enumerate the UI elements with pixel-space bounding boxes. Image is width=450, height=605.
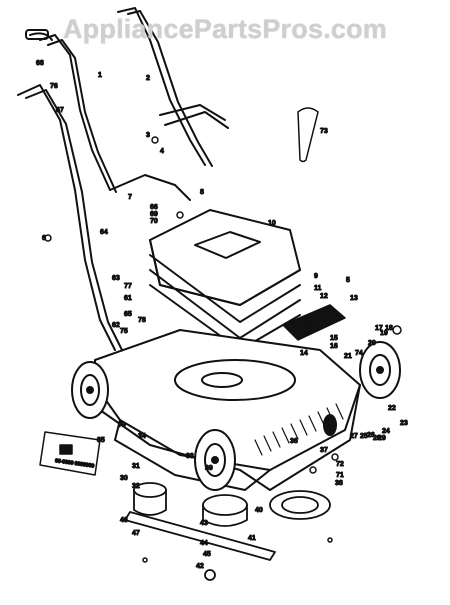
callout-66: 66	[150, 204, 158, 211]
callout-3: 3	[146, 132, 150, 139]
decal-card: 00-0000 0000000	[39, 431, 101, 476]
callout-36: 36	[290, 438, 298, 445]
deflector-cone	[297, 107, 319, 163]
callout-28: 28	[373, 435, 381, 442]
callout-63: 63	[112, 275, 120, 282]
callout-1: 1	[98, 72, 102, 79]
wheel-front-left	[194, 429, 236, 491]
callout-2: 2	[146, 75, 150, 82]
callout-numbers: 1 2 3 4 5 6 7 8 9 10 11 12 13 14 15 16 1…	[36, 60, 409, 571]
callout-24: 24	[382, 428, 390, 435]
callout-37: 37	[320, 447, 328, 454]
wheel-front-right	[323, 414, 337, 436]
callout-77: 77	[124, 283, 132, 290]
callout-43: 43	[200, 520, 208, 527]
callout-67: 67	[56, 107, 64, 114]
callout-78: 78	[138, 317, 146, 324]
callout-73: 73	[320, 128, 328, 135]
callout-74: 74	[355, 350, 363, 357]
upper-handle	[25, 29, 191, 201]
callout-61: 61	[124, 295, 132, 302]
callout-13: 13	[350, 295, 358, 302]
callout-41: 41	[248, 535, 256, 542]
callout-26: 26	[367, 432, 375, 439]
callout-39: 39	[205, 465, 213, 472]
callout-46: 46	[120, 517, 128, 524]
callout-27: 27	[350, 433, 358, 440]
callout-30: 30	[120, 475, 128, 482]
callout-42: 42	[196, 563, 204, 570]
callout-76: 76	[50, 83, 58, 90]
callout-17: 17	[375, 325, 383, 332]
callout-71: 71	[336, 472, 344, 479]
callout-4: 4	[160, 148, 164, 155]
callout-65: 65	[124, 311, 132, 318]
callout-38: 38	[335, 480, 343, 487]
callout-35: 35	[97, 437, 105, 444]
callout-8: 8	[200, 189, 204, 196]
callout-14: 14	[300, 350, 308, 357]
callout-29: 29	[378, 435, 386, 442]
callout-40: 40	[255, 507, 263, 514]
callout-22: 22	[388, 405, 396, 412]
callout-47: 47	[132, 530, 140, 537]
callout-5: 5	[346, 277, 350, 284]
callout-34: 34	[138, 433, 146, 440]
callout-75: 75	[120, 328, 128, 335]
callout-62: 62	[112, 322, 120, 329]
callout-69: 69	[150, 211, 158, 218]
callout-68: 68	[36, 60, 44, 67]
callout-33: 33	[186, 453, 194, 460]
wheel-rear-left	[71, 361, 109, 419]
right-handle-bar	[117, 7, 229, 167]
callout-6: 6	[42, 235, 46, 242]
callout-16: 16	[330, 343, 338, 350]
callout-20: 20	[368, 340, 376, 347]
mower-deck	[94, 329, 361, 491]
callout-72: 72	[336, 461, 344, 468]
callout-45: 45	[203, 551, 211, 558]
hardware	[44, 136, 402, 563]
label-plate: 00-00 0000000	[282, 304, 346, 341]
wheel-rear-right	[359, 341, 401, 399]
lower-handle	[17, 84, 123, 351]
callout-79: 79	[118, 422, 126, 429]
callout-12: 12	[320, 293, 328, 300]
callout-70: 70	[150, 218, 158, 225]
callout-9: 9	[314, 273, 318, 280]
callout-25: 25	[360, 433, 368, 440]
callout-32: 32	[132, 483, 140, 490]
callout-19: 19	[380, 330, 388, 337]
callout-44: 44	[200, 540, 208, 547]
callout-11: 11	[314, 285, 322, 292]
engine-cover	[149, 209, 301, 351]
callout-64: 64	[100, 229, 108, 236]
callout-10: 10	[268, 220, 276, 227]
callout-7: 7	[128, 194, 132, 201]
callout-23: 23	[400, 420, 408, 427]
blade-assembly	[124, 482, 331, 581]
callout-31: 31	[132, 463, 140, 470]
callout-21: 21	[344, 353, 352, 360]
callout-15: 15	[330, 335, 338, 342]
callout-18: 18	[385, 325, 393, 332]
